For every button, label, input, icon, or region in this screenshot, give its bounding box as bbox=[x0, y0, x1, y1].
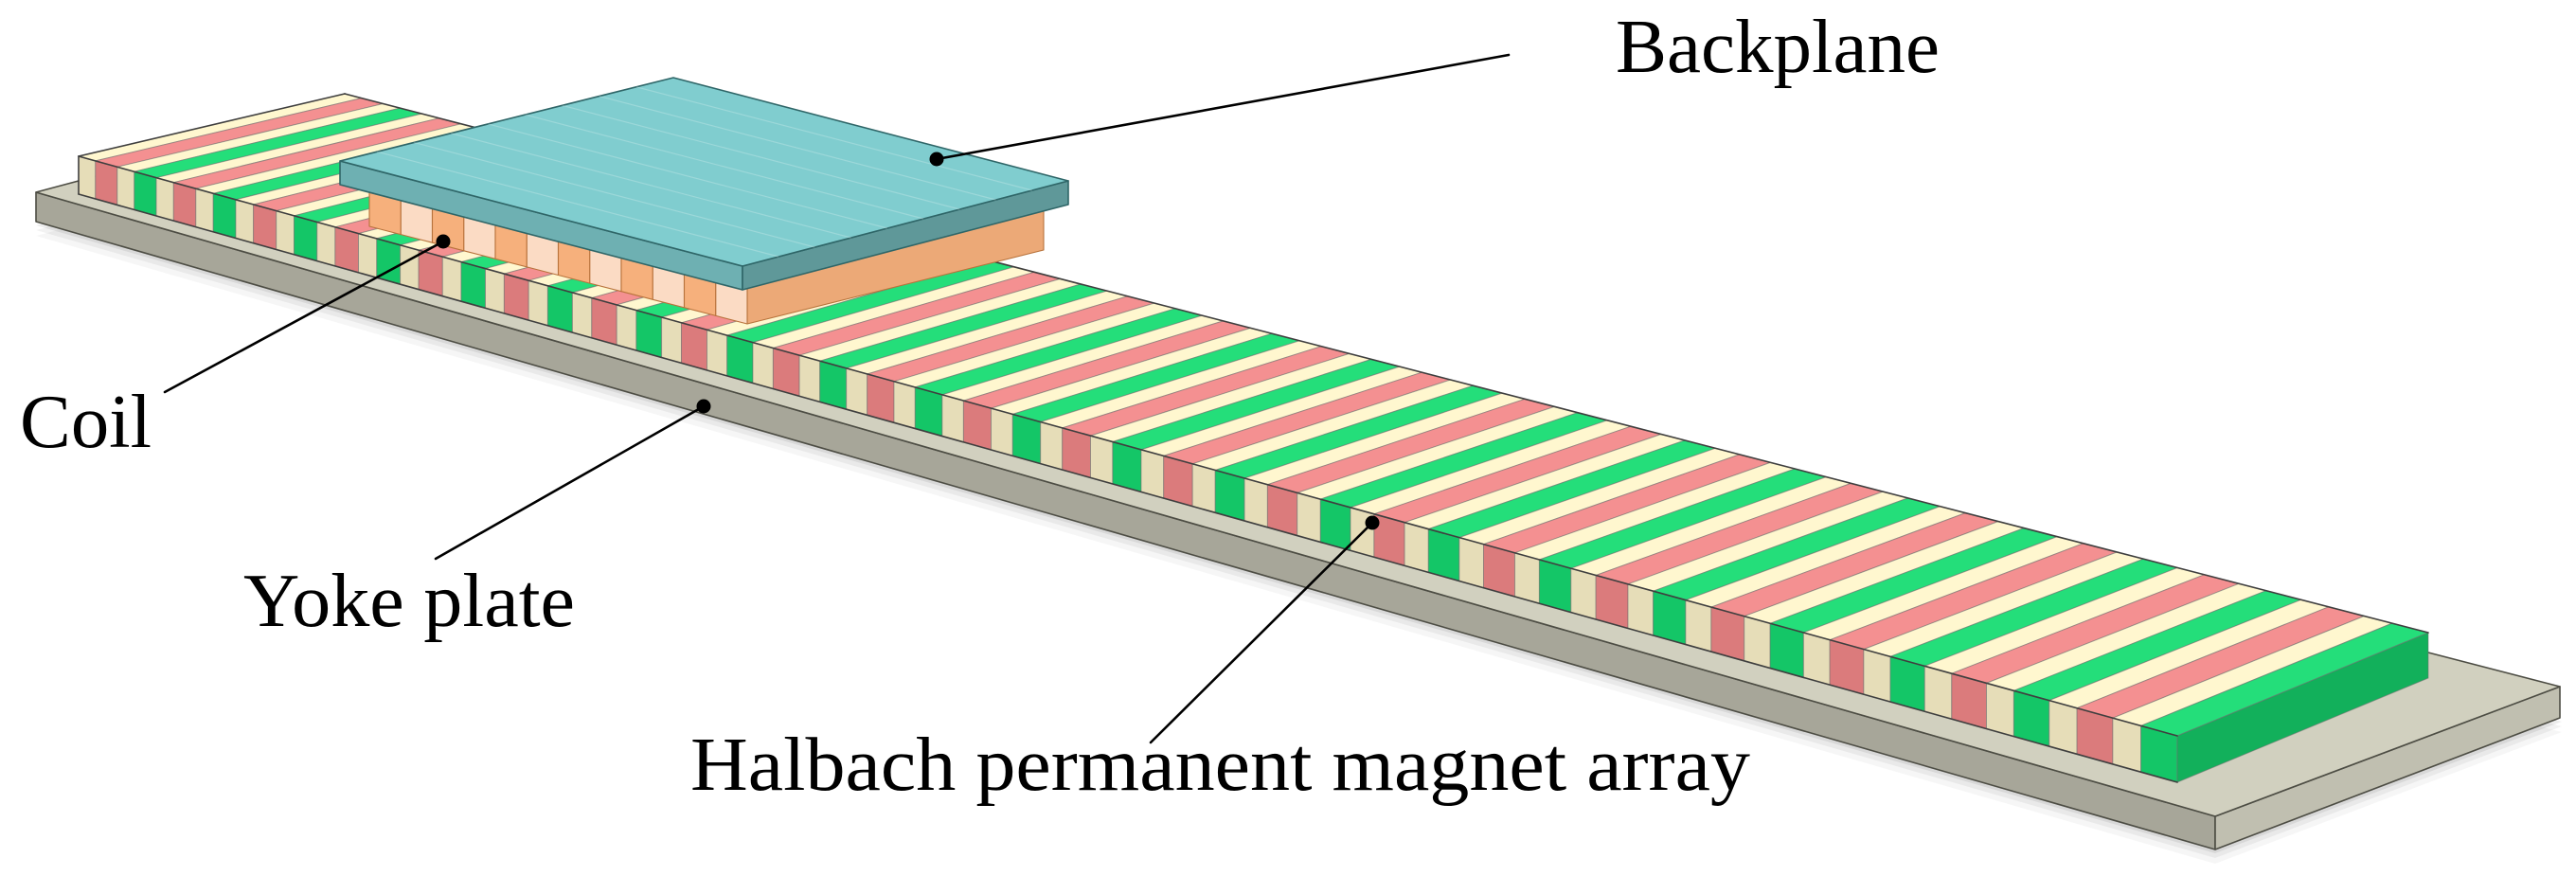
magnet-front-face bbox=[172, 182, 197, 228]
magnet-front-face bbox=[78, 155, 97, 200]
magnet-front-face bbox=[1923, 665, 1953, 720]
backplane-surface-line bbox=[488, 123, 888, 229]
magnet-front-face bbox=[661, 316, 682, 364]
backplane-surface-line bbox=[414, 141, 815, 248]
magnet-front-face bbox=[95, 160, 118, 206]
coil-label: Coil bbox=[20, 381, 152, 464]
magnet-front-face bbox=[941, 394, 964, 443]
magnet-front-face bbox=[1140, 449, 1165, 499]
magnet-front-face bbox=[276, 210, 295, 256]
magnet-front-face bbox=[1514, 552, 1540, 604]
magnet-front-face bbox=[681, 322, 707, 371]
magnet-front-face bbox=[1744, 616, 1771, 669]
magnet-front-face bbox=[418, 249, 443, 297]
magnet-front-face bbox=[591, 297, 617, 346]
magnet-front-face bbox=[893, 381, 916, 429]
yoke-plate-leader-dot bbox=[696, 399, 711, 414]
magnet-front-face bbox=[867, 373, 895, 423]
yoke-plate-label: Yoke plate bbox=[243, 560, 575, 643]
magnet-array-leader-dot bbox=[1365, 515, 1380, 530]
magnet-array-leader-line bbox=[1149, 521, 1374, 744]
magnet-front-face bbox=[376, 238, 402, 285]
magnet-front-face bbox=[2048, 700, 2078, 755]
magnet-front-face bbox=[1011, 413, 1042, 465]
magnet-front-face bbox=[546, 285, 573, 333]
magnet-front-face bbox=[1685, 599, 1712, 653]
magnet-array-bottom-edge bbox=[78, 193, 2178, 783]
yoke-plate-leader-line bbox=[434, 404, 706, 561]
magnet-front-face bbox=[1243, 477, 1268, 528]
magnet-front-face bbox=[485, 268, 505, 314]
backplane-surface-line bbox=[525, 114, 924, 220]
backplane-top-face bbox=[339, 77, 1069, 267]
magnet-front-face bbox=[1040, 421, 1064, 471]
magnet-front-face bbox=[1802, 632, 1831, 686]
coil-leader-line bbox=[163, 240, 445, 394]
magnet-front-face bbox=[962, 400, 992, 451]
magnet-front-face bbox=[358, 233, 378, 278]
magnet-array-front-edge bbox=[78, 155, 2178, 737]
magnet-front-face bbox=[1627, 583, 1655, 636]
backplane-leader-line bbox=[935, 53, 1511, 161]
magnet-front-face bbox=[116, 166, 135, 210]
magnet-front-face bbox=[1458, 537, 1484, 589]
magnet-front-face bbox=[528, 279, 548, 327]
magnet-front-face bbox=[1191, 463, 1216, 513]
magnet-front-face bbox=[991, 407, 1013, 456]
magnet-front-face bbox=[1986, 682, 2014, 738]
backplane-leader-dot bbox=[929, 152, 944, 167]
magnet-array-left-edge bbox=[78, 93, 346, 157]
backplane-label: Backplane bbox=[1616, 6, 1940, 89]
magnet-front-face bbox=[253, 204, 277, 250]
magnet-front-face bbox=[235, 199, 255, 244]
magnet-front-face bbox=[212, 192, 237, 239]
backplane-surface-line bbox=[562, 104, 960, 210]
magnet-front-face bbox=[316, 222, 336, 267]
magnet-front-face bbox=[503, 273, 529, 321]
magnet-front-face bbox=[1570, 567, 1597, 620]
magnet-front-face bbox=[294, 215, 318, 262]
magnet-front-face bbox=[1404, 522, 1429, 573]
magnet-front-face bbox=[155, 177, 174, 222]
magnet-front-face bbox=[707, 329, 728, 377]
magnet-front-face bbox=[752, 342, 774, 389]
magnet-front-face bbox=[571, 292, 593, 339]
magnet-front-face bbox=[334, 226, 359, 274]
magnet-front-face bbox=[819, 360, 848, 410]
backplane-surface-line bbox=[599, 96, 996, 201]
magnet-array-end-face bbox=[2176, 632, 2429, 783]
magnet-front-face bbox=[914, 386, 943, 438]
magnet-front-face bbox=[635, 310, 663, 358]
backplane-surface-line bbox=[635, 86, 1032, 191]
magnet-front-face bbox=[460, 261, 486, 309]
magnet-array-label: Halbach permanent magnet array bbox=[690, 724, 1750, 807]
magnet-front-face bbox=[616, 304, 637, 351]
backplane-surface-line bbox=[451, 133, 851, 239]
magnet-front-face bbox=[1090, 435, 1114, 485]
backplane-surface-line bbox=[376, 151, 779, 258]
magnet-front-face bbox=[772, 348, 800, 397]
coil-leader-dot bbox=[436, 234, 451, 249]
magnet-front-face bbox=[798, 354, 821, 402]
magnet-front-face bbox=[1297, 492, 1321, 543]
magnet-front-face bbox=[846, 367, 868, 416]
magnet-front-face bbox=[441, 256, 462, 302]
magnet-front-face bbox=[726, 334, 754, 384]
magnet-front-face bbox=[1863, 649, 1891, 703]
backplane bbox=[339, 77, 1069, 291]
magnet-front-face bbox=[195, 188, 214, 233]
magnet-front-face bbox=[134, 170, 157, 217]
annotations: Backplane Coil Yoke plate Halbach perman… bbox=[20, 6, 1940, 807]
magnet-front-face bbox=[400, 244, 420, 291]
magnet-front-face bbox=[2112, 717, 2142, 773]
